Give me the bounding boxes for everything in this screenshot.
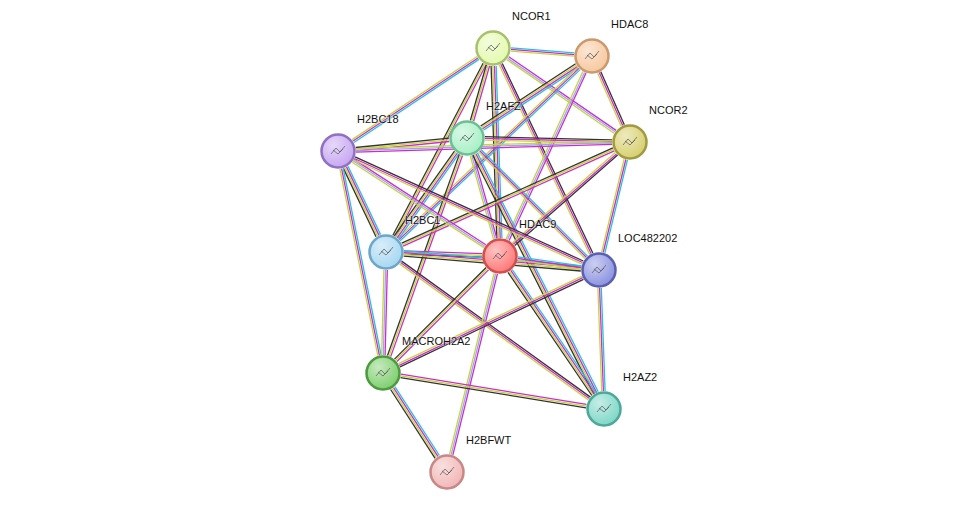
protein-node: NCOR1 xyxy=(475,30,511,66)
evidence-line xyxy=(598,73,622,126)
node-circle xyxy=(475,30,511,66)
evidence-line xyxy=(391,390,436,459)
interaction-edge xyxy=(382,270,388,355)
evidence-line xyxy=(400,279,584,367)
node-label: MACROH2A2 xyxy=(402,335,470,348)
evidence-line xyxy=(399,276,583,364)
node-label: NCOR2 xyxy=(649,104,688,117)
node-circle xyxy=(429,454,465,490)
interaction-edge xyxy=(598,72,625,126)
evidence-line xyxy=(512,270,596,393)
protein-node: H2BFWT xyxy=(429,454,465,490)
protein-node: HDAC8 xyxy=(574,38,610,74)
interaction-edge xyxy=(401,374,587,408)
evidence-line xyxy=(353,161,485,246)
node-circle xyxy=(449,120,485,156)
evidence-line xyxy=(514,154,617,244)
evidence-line xyxy=(472,65,488,120)
node-circle xyxy=(365,355,401,391)
evidence-line xyxy=(601,72,625,125)
node-label: LOC482202 xyxy=(618,232,677,245)
node-label: H2AZ2 xyxy=(623,371,657,384)
interaction-edge xyxy=(470,65,489,121)
node-label: H2BC18 xyxy=(357,113,399,126)
evidence-line xyxy=(470,65,486,120)
node-circle xyxy=(586,391,622,427)
evidence-line xyxy=(450,273,495,454)
protein-node: HDAC9 xyxy=(482,238,518,274)
evidence-line xyxy=(398,67,578,238)
protein-node: H2AFZ xyxy=(449,120,485,156)
evidence-line xyxy=(403,151,614,246)
evidence-line xyxy=(395,387,440,456)
node-label: HDAC9 xyxy=(519,218,556,231)
evidence-line xyxy=(518,259,581,268)
evidence-line xyxy=(352,162,484,247)
node-label: H2AFZ xyxy=(486,100,521,113)
evidence-line xyxy=(509,271,593,394)
interaction-edge xyxy=(352,159,486,247)
interaction-edge xyxy=(399,276,584,367)
protein-node: MACROH2A2 xyxy=(365,355,401,391)
protein-node: H2BC1 xyxy=(368,234,404,270)
interaction-edge xyxy=(512,153,617,246)
evidence-line xyxy=(518,260,581,269)
node-label: H2BFWT xyxy=(466,434,511,447)
evidence-line xyxy=(395,268,487,360)
evidence-line xyxy=(401,378,587,408)
interaction-edge xyxy=(508,270,596,396)
evidence-line xyxy=(508,272,592,395)
evidence-line xyxy=(511,270,595,393)
evidence-line xyxy=(396,269,488,361)
node-circle xyxy=(612,124,648,160)
evidence-line xyxy=(401,376,586,406)
interaction-edge xyxy=(511,48,574,56)
interaction-edge xyxy=(598,288,605,391)
protein-node: H2BC18 xyxy=(320,133,356,169)
node-label: NCOR1 xyxy=(512,10,551,23)
evidence-line xyxy=(399,68,579,239)
node-circle xyxy=(320,133,356,169)
evidence-line xyxy=(392,389,436,458)
node-circle xyxy=(581,252,617,288)
evidence-line xyxy=(394,388,438,457)
protein-node: H2AZ2 xyxy=(586,391,622,427)
evidence-line xyxy=(598,288,602,391)
node-label: H2BC1 xyxy=(405,214,440,227)
evidence-line xyxy=(453,274,498,455)
node-label: HDAC8 xyxy=(611,18,648,31)
evidence-line xyxy=(354,159,486,244)
evidence-line xyxy=(474,66,490,121)
node-circle xyxy=(574,38,610,74)
evidence-line xyxy=(356,143,612,151)
evidence-line xyxy=(511,51,574,56)
interaction-edge xyxy=(398,67,580,241)
evidence-line xyxy=(397,270,489,362)
evidence-line xyxy=(382,270,384,355)
interaction-edge xyxy=(391,387,440,459)
evidence-line xyxy=(512,153,615,243)
interaction-edge xyxy=(450,273,498,455)
evidence-line xyxy=(356,144,612,152)
interaction-edge xyxy=(518,257,582,269)
interaction-edge xyxy=(499,64,593,255)
protein-node: NCOR2 xyxy=(612,124,648,160)
evidence-line xyxy=(399,278,583,366)
node-circle xyxy=(368,234,404,270)
evidence-line xyxy=(400,70,580,241)
evidence-line xyxy=(502,64,593,254)
evidence-line xyxy=(451,274,495,455)
node-circle xyxy=(482,238,518,274)
evidence-line xyxy=(599,73,622,126)
evidence-line xyxy=(400,264,589,400)
evidence-line xyxy=(401,374,587,404)
protein-node: LOC482202 xyxy=(581,252,617,288)
